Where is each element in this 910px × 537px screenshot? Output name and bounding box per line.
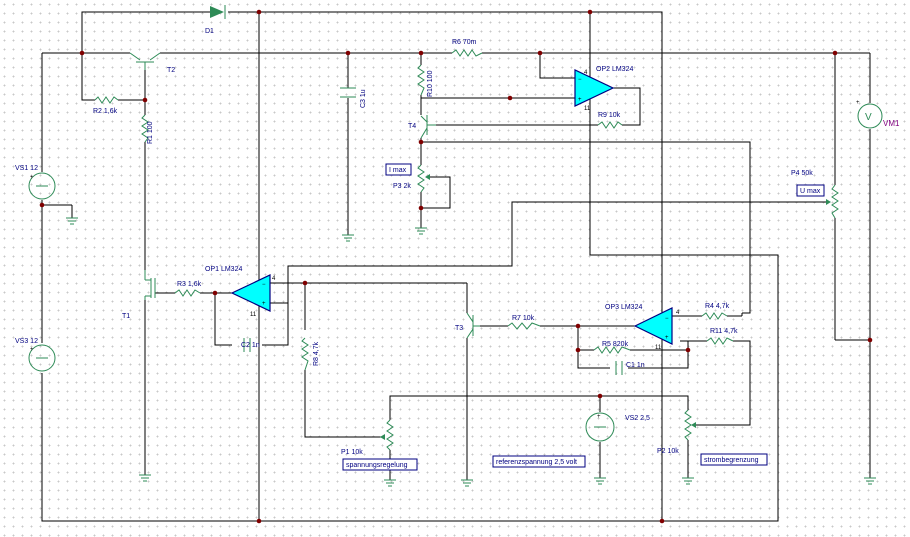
referenzspannung-text: referenzspannung 2,5 volt (496, 459, 577, 466)
resistor-r5[interactable]: R5 820k (593, 341, 631, 354)
resistor-r6[interactable]: R6 70m (451, 39, 483, 57)
vs1-plus: + (30, 175, 34, 181)
resistor-r3[interactable]: R3 1,6k (174, 281, 202, 297)
umax-label-box: U max (796, 184, 825, 197)
resistor-r2[interactable]: R2 1,6k (93, 96, 119, 115)
c3-label: C3 1u (360, 89, 367, 108)
r4-label: R4 4,7k (705, 303, 730, 310)
p4-label: P4 50k (791, 170, 813, 177)
r3-label: R3 1,6k (177, 281, 202, 288)
vs2-plus: + (597, 414, 601, 420)
op2-pin11: 11 (584, 106, 591, 112)
r5-label: R5 820k (602, 341, 629, 348)
t3-label: T3 (455, 325, 463, 332)
op3-pin4: 4 (676, 310, 680, 316)
r11-label: R11 4,7k (710, 328, 738, 335)
r8-label: R8 4,7k (313, 341, 320, 366)
r10-label: R10 100 (427, 70, 434, 97)
capacitor-c2[interactable]: C2 1n (241, 338, 260, 352)
c2-label: C2 1n (241, 342, 260, 349)
p2-label: P2 10k (657, 448, 679, 455)
ground-vs2 (594, 477, 606, 485)
voltage-source-vs2[interactable]: + VS2 2,5 (585, 412, 650, 442)
op1-minus: − (262, 282, 266, 288)
p3-label: P3 2k (393, 183, 411, 190)
spannungsregelung-text: spannungsregelung (346, 462, 408, 469)
junctions (39, 9, 873, 524)
op1-pin11: 11 (250, 312, 257, 318)
ground-p3 (415, 227, 427, 235)
imax-label-box: I max (385, 163, 412, 176)
wires (41, 11, 871, 522)
ground-t1 (139, 474, 151, 482)
d1-label: D1 (205, 28, 214, 35)
transistor-t4[interactable]: T4 (408, 115, 436, 139)
ground-vm1 (864, 477, 876, 485)
ground-vs1 (66, 217, 78, 225)
t1-label: T1 (122, 313, 130, 320)
r7-label: R7 10k (512, 315, 535, 322)
r2-label: R2 1,6k (93, 108, 118, 115)
resistor-r11[interactable]: R11 4,7k (706, 328, 738, 345)
transistor-t3[interactable]: T3 (455, 312, 480, 339)
t4-label: T4 (408, 123, 416, 130)
resistor-r8[interactable]: R8 4,7k (301, 337, 320, 371)
p1-label: P1 10k (341, 449, 363, 456)
potentiometer-p4[interactable]: P4 50k (791, 170, 839, 219)
resistor-r7[interactable]: R7 10k (507, 315, 541, 330)
voltage-source-vs1[interactable]: + VS1 12 (15, 165, 56, 200)
capacitor-c1[interactable]: C1 1n (615, 361, 645, 375)
voltmeter-vm1[interactable]: V + VM1 (856, 100, 900, 129)
opamp-op3[interactable]: − + 4 11 OP3 LM324 (605, 304, 680, 351)
resistor-r9[interactable]: R9 10k (597, 112, 623, 129)
op2-minus: − (578, 77, 582, 83)
umax-text: U max (800, 188, 821, 195)
potentiometer-p3[interactable]: P3 2k (393, 164, 430, 193)
capacitor-c3[interactable]: C3 1u (340, 87, 367, 108)
r6-label: R6 70m (452, 39, 477, 46)
opamp-op1[interactable]: − + 4 11 OP1 LM324 (205, 266, 276, 318)
referenzspannung-label-box: referenzspannung 2,5 volt (492, 455, 586, 468)
t2-label: T2 (167, 67, 175, 74)
vs3-label: VS3 12 (15, 338, 38, 345)
vm1-label: VM1 (883, 119, 900, 128)
r1-label: R1 100 (147, 121, 154, 144)
transistor-t2[interactable]: T2 (129, 52, 175, 74)
opamp-op2[interactable]: − + 4 11 OP2 LM324 (574, 66, 633, 112)
ground-p2 (682, 477, 694, 485)
vm1-plus: + (856, 100, 860, 106)
op1-pin4: 4 (272, 276, 276, 282)
vs2-label: VS2 2,5 (625, 415, 650, 422)
diode-d1[interactable]: D1 (205, 5, 226, 35)
op3-label: OP3 LM324 (605, 304, 642, 311)
spannungsregelung-label-box: spannungsregelung (342, 458, 418, 471)
op3-pin11: 11 (655, 345, 662, 351)
ground-t3 (461, 479, 473, 487)
op3-minus: − (665, 316, 669, 322)
imax-text: I max (389, 167, 407, 174)
ground-c3 (342, 234, 354, 242)
op1-label: OP1 LM324 (205, 266, 242, 273)
potentiometer-p1[interactable]: P1 10k (341, 419, 394, 456)
op2-label: OP2 LM324 (596, 66, 633, 73)
vs1-label: VS1 12 (15, 165, 38, 172)
op2-plus: + (578, 97, 582, 103)
resistor-r10[interactable]: R10 100 (417, 64, 434, 97)
op2-pin4: 4 (584, 70, 588, 76)
vs3-plus: + (30, 347, 34, 353)
resistor-r1[interactable]: R1 100 (141, 114, 154, 144)
op1-plus: + (262, 301, 266, 307)
c1-label: C1 1n (626, 362, 645, 369)
voltage-source-vs3[interactable]: + VS3 12 (15, 338, 56, 372)
strombegrenzung-label-box: strombegrenzung (700, 453, 768, 466)
potentiometer-p2[interactable]: P2 10k (657, 409, 696, 455)
strombegrenzung-text: strombegrenzung (704, 457, 759, 464)
op3-plus: + (665, 335, 669, 341)
vm1-symbol: V (865, 112, 872, 123)
ground-p1 (384, 479, 396, 487)
resistor-r4[interactable]: R4 4,7k (701, 303, 730, 320)
mosfet-t1[interactable]: T1 (122, 270, 156, 320)
r9-label: R9 10k (598, 112, 621, 119)
